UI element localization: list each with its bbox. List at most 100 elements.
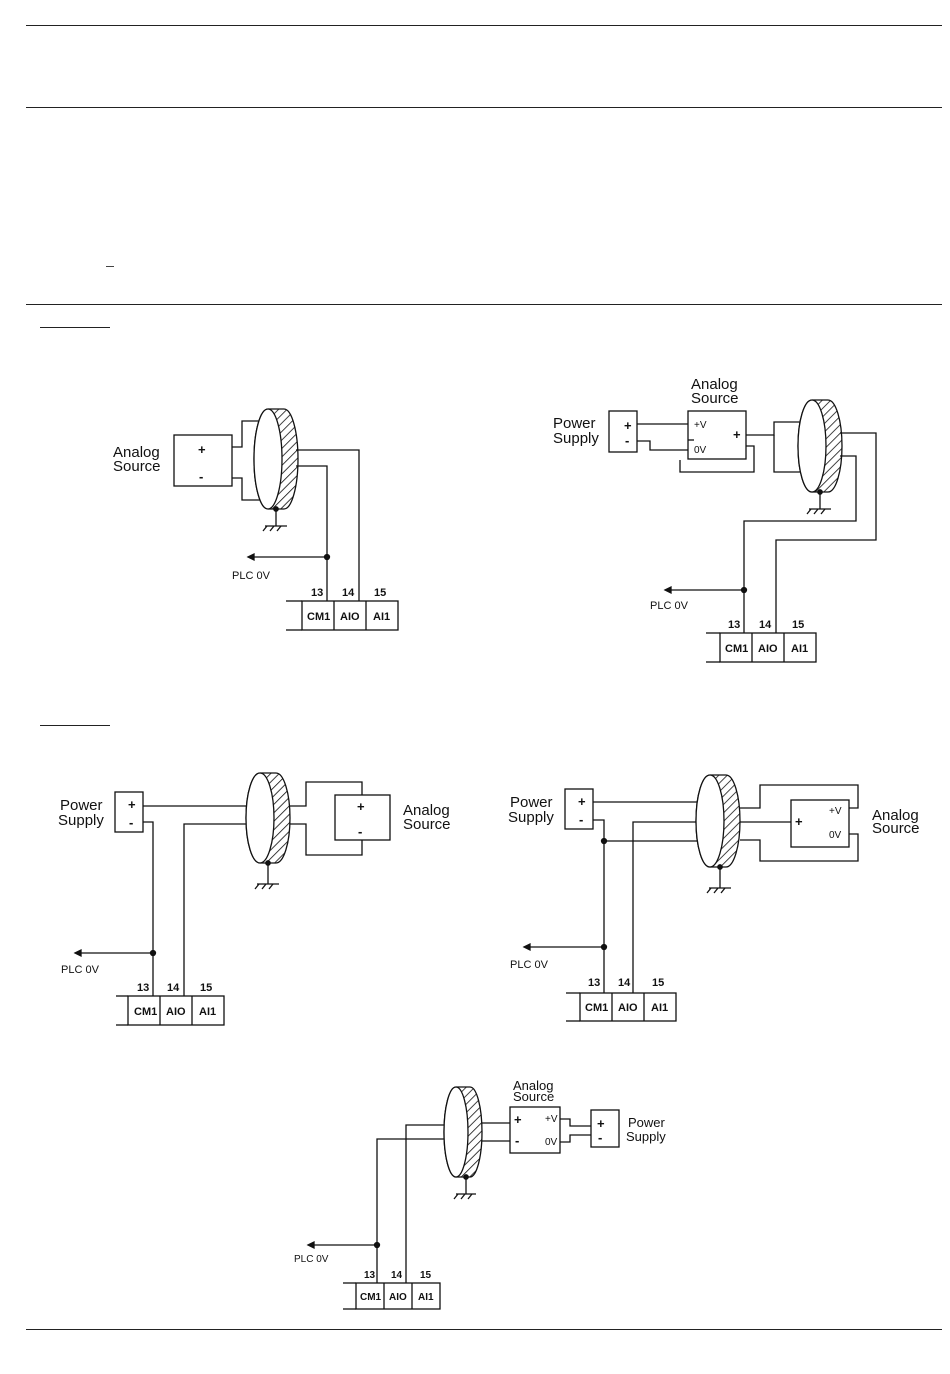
diagram-3 <box>73 772 391 1026</box>
sign-plus: + <box>624 418 632 433</box>
power-supply-box <box>608 410 638 453</box>
diagram-1: + - Analog Source <box>113 408 399 631</box>
sign-plus: + <box>514 1112 522 1127</box>
pin-zero-v: 0V <box>545 1137 558 1148</box>
plc-0v-label: PLC 0V <box>510 959 549 971</box>
analog-source-label-1: Analog <box>691 376 738 393</box>
power-supply-label-1: Power <box>553 415 596 432</box>
analog-source-box <box>509 1106 561 1154</box>
analog-source-label-1: Analog <box>403 802 450 819</box>
pin-plus-v: +V <box>829 806 842 817</box>
pin-plus-v: +V <box>694 420 707 431</box>
terminal-cm1: CM1 <box>134 1006 157 1018</box>
power-supply-label-2: Supply <box>553 430 599 447</box>
pin-zero-v: 0V <box>829 830 842 841</box>
ground-symbol <box>453 1174 476 1200</box>
sign-minus: - <box>579 812 583 827</box>
terminal-number-14: 14 <box>391 1270 403 1281</box>
terminal-block <box>343 1282 441 1310</box>
terminal-aio: AIO <box>758 643 778 655</box>
terminal-cm1: CM1 <box>585 1002 608 1014</box>
ground-symbol <box>706 864 731 894</box>
terminal-cm1: CM1 <box>360 1292 382 1303</box>
terminal-number-15: 15 <box>652 977 664 989</box>
terminal-number-13: 13 <box>728 619 740 631</box>
power-supply-label-2: Supply <box>508 809 554 826</box>
terminal-block <box>116 995 225 1026</box>
power-supply-label-2: Supply <box>626 1129 666 1144</box>
terminal-ai1: AI1 <box>418 1292 434 1303</box>
shield-cable <box>797 399 843 493</box>
terminal-number-14: 14 <box>759 619 772 631</box>
plc-0v-label: PLC 0V <box>294 1254 329 1265</box>
terminal-number-13: 13 <box>588 977 600 989</box>
power-supply-label-1: Power <box>60 797 103 814</box>
power-supply-box <box>564 788 594 830</box>
power-supply-label-2: Supply <box>58 812 104 829</box>
terminal-aio: AIO <box>166 1006 186 1018</box>
sign-minus: - <box>199 469 203 484</box>
sign-minus: - <box>515 1133 519 1148</box>
pin-zero-v: 0V <box>694 445 707 456</box>
shield-cable <box>245 772 291 864</box>
plc-0v-label: PLC 0V <box>232 570 271 582</box>
analog-source-box <box>687 410 747 460</box>
analog-source-label-1: Analog <box>513 1078 553 1093</box>
terminal-number-15: 15 <box>420 1270 432 1281</box>
analog-source-label-1: Analog <box>872 807 919 824</box>
sign-minus: - <box>129 815 133 830</box>
terminal-number-13: 13 <box>137 982 149 994</box>
sign-plus: + <box>357 799 365 814</box>
terminal-ai1: AI1 <box>373 611 390 623</box>
sign-plus: + <box>795 814 803 829</box>
terminal-aio: AIO <box>618 1002 638 1014</box>
terminal-ai1: AI1 <box>199 1006 216 1018</box>
sign-plus: + <box>578 794 586 809</box>
terminal-number-15: 15 <box>792 619 804 631</box>
sign-minus: - <box>625 433 629 448</box>
terminal-block <box>286 600 399 631</box>
ground-symbol <box>254 860 279 890</box>
diagram-2 <box>608 399 877 663</box>
diagram-5 <box>306 1086 620 1310</box>
terminal-cm1: CM1 <box>725 643 748 655</box>
terminal-number-15: 15 <box>200 982 212 994</box>
power-supply-label-1: Power <box>510 794 553 811</box>
power-supply-label-1: Power <box>628 1115 666 1130</box>
analog-source-label-1: Analog <box>113 444 160 461</box>
shield-cable <box>695 774 741 868</box>
analog-source-label-2: Source <box>872 820 920 837</box>
analog-source-box <box>790 799 850 848</box>
terminal-number-14: 14 <box>167 982 180 994</box>
sign-minus: - <box>358 824 362 839</box>
top-rule <box>26 25 942 26</box>
section-rule <box>26 304 942 305</box>
sign-plus: + <box>128 797 136 812</box>
analog-source-label-2: Source <box>513 1089 554 1104</box>
shield-cable <box>253 408 299 510</box>
terminal-number-13: 13 <box>364 1270 376 1281</box>
terminal-ai1: AI1 <box>791 643 808 655</box>
terminal-number-14: 14 <box>342 587 355 599</box>
section-underline-1 <box>40 327 110 328</box>
terminal-block <box>706 632 817 663</box>
analog-source-label-2: Source <box>403 816 451 833</box>
terminal-aio: AIO <box>389 1292 407 1303</box>
shield-cable <box>443 1086 483 1178</box>
terminal-number-13: 13 <box>311 587 323 599</box>
ground-symbol <box>806 489 831 515</box>
small-dash <box>106 266 114 267</box>
plc-0v-label: PLC 0V <box>61 964 100 976</box>
ground-symbol <box>262 506 287 532</box>
terminal-block <box>566 992 677 1022</box>
sign-plus: + <box>597 1116 605 1131</box>
terminal-aio: AIO <box>340 611 360 623</box>
terminal-cm1: CM1 <box>307 611 330 623</box>
pin-plus-v: +V <box>545 1114 558 1125</box>
sign-minus: - <box>598 1130 602 1145</box>
analog-source-box <box>173 434 233 487</box>
sign-plus: + <box>733 427 741 442</box>
power-supply-box <box>114 791 144 833</box>
bottom-rule <box>26 1329 942 1330</box>
